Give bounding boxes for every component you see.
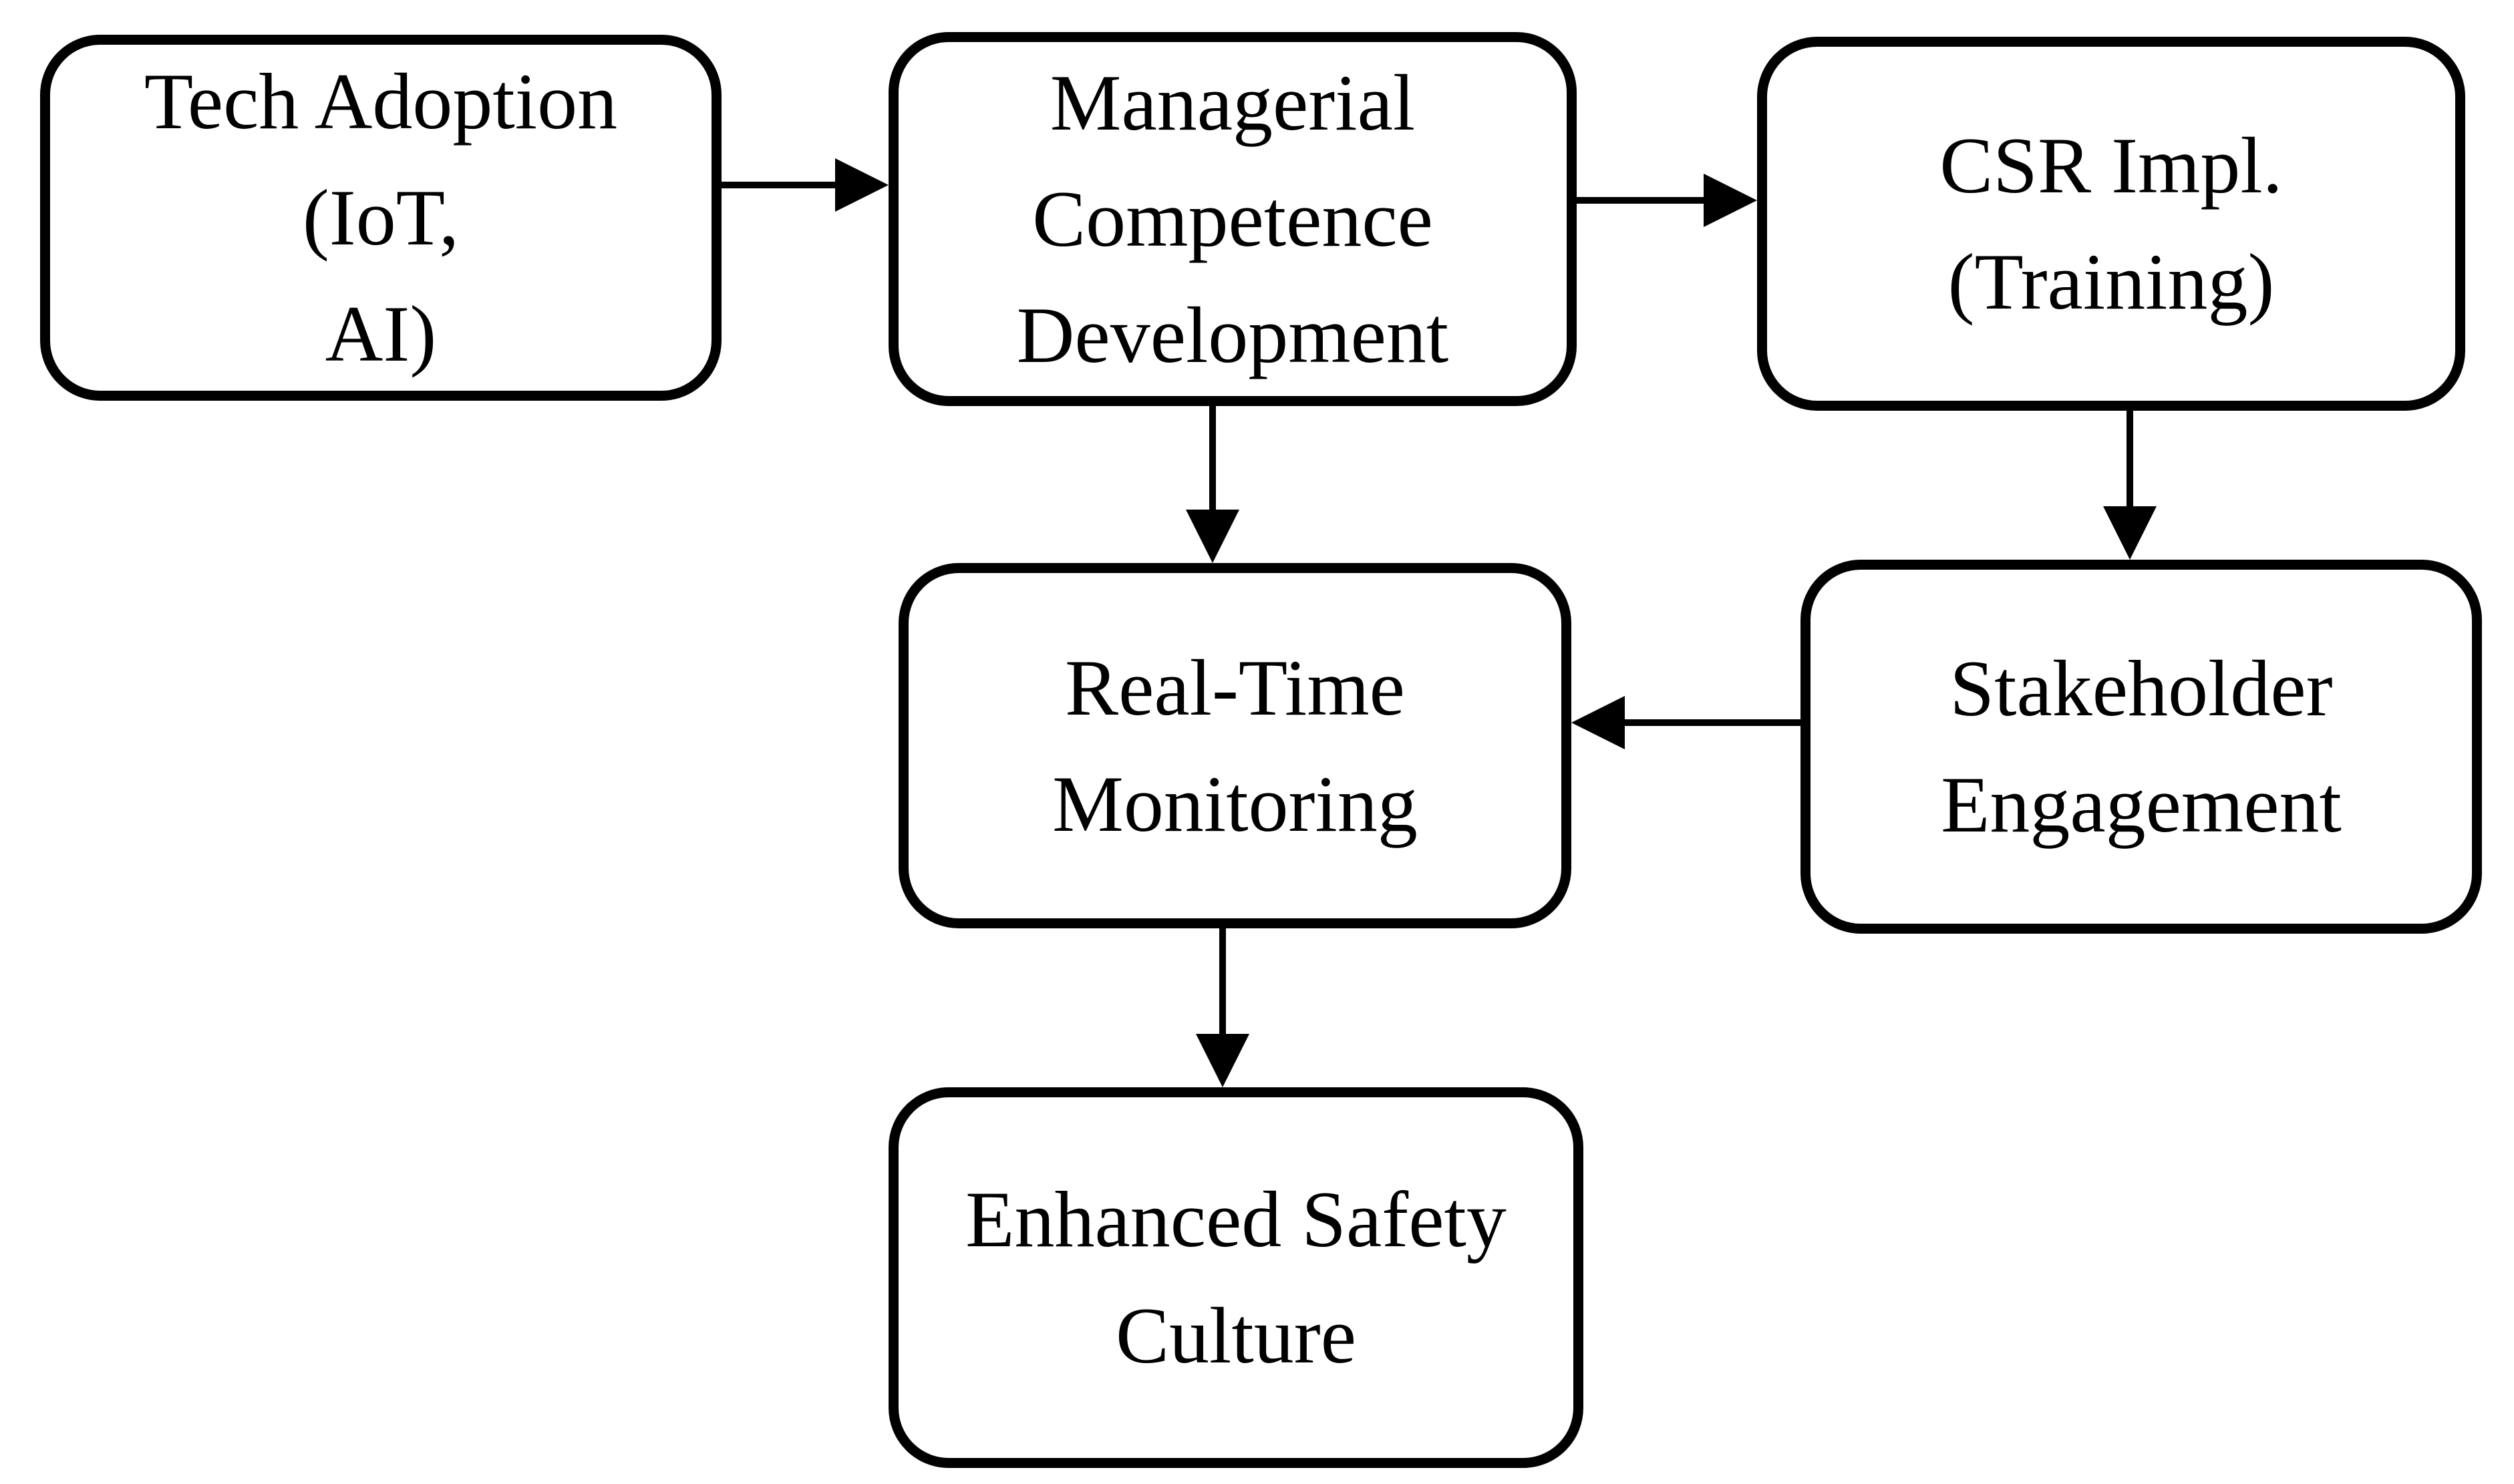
node-label: Tech Adoption (IoT, AI): [144, 57, 618, 378]
edge-realtime-to-safety: [1196, 928, 1249, 1087]
node-enhanced-safety-culture: Enhanced Safety Culture: [889, 1087, 1583, 1468]
edge-managerial-to-realtime: [1186, 406, 1239, 563]
edge-managerial-to-csr: [1577, 174, 1757, 227]
arrowhead-down-icon: [1186, 510, 1239, 563]
node-label: Enhanced Safety Culture: [965, 1175, 1507, 1380]
arrowhead-down-icon: [2103, 506, 2157, 560]
node-label: Stakeholder Engagement: [1941, 644, 2342, 849]
node-managerial-competence: Managerial Competence Development: [889, 32, 1577, 406]
node-label: Managerial Competence Development: [1016, 58, 1449, 379]
node-label: Real-Time Monitoring: [1052, 642, 1418, 848]
arrowhead-left-icon: [1571, 696, 1625, 749]
arrowhead-right-icon: [835, 158, 889, 212]
edge-stakeholder-to-realtime: [1571, 696, 1800, 749]
node-label: CSR Impl. (Training): [1939, 121, 2283, 326]
arrowhead-right-icon: [1704, 174, 1757, 227]
node-stakeholder-engagement: Stakeholder Engagement: [1800, 560, 2482, 934]
edge-tech-to-managerial: [722, 158, 889, 212]
node-csr-implementation: CSR Impl. (Training): [1757, 37, 2465, 411]
edge-csr-to-stakeholder: [2103, 411, 2157, 560]
node-real-time-monitoring: Real-Time Monitoring: [899, 563, 1571, 928]
arrowhead-down-icon: [1196, 1034, 1249, 1087]
node-tech-adoption: Tech Adoption (IoT, AI): [40, 35, 722, 401]
